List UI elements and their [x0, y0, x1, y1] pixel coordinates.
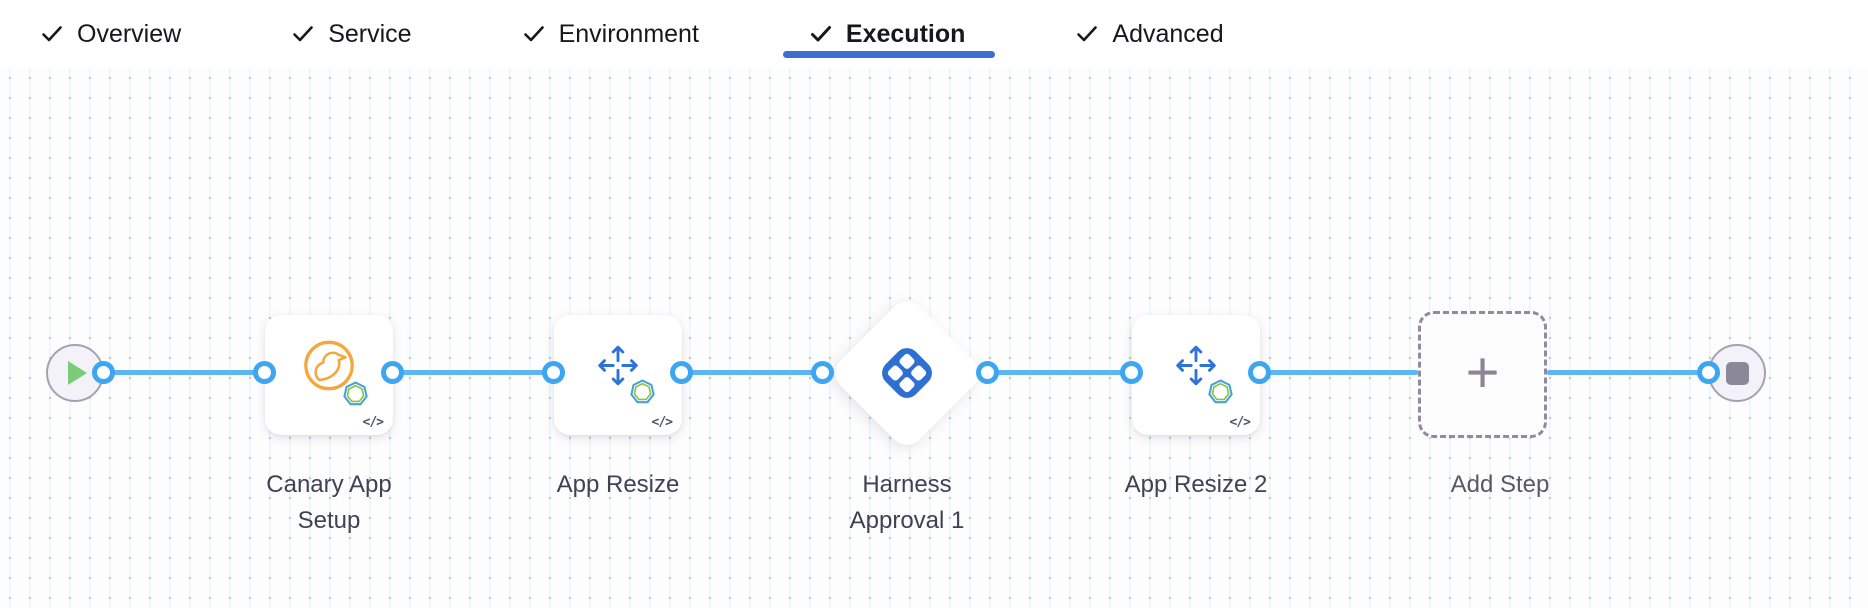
- stop-icon: [1725, 361, 1749, 385]
- connector-port[interactable]: [811, 361, 834, 384]
- connector-line: [1547, 370, 1709, 375]
- tab-service[interactable]: Service: [291, 19, 412, 49]
- check-icon: [523, 26, 544, 42]
- tab-label: Execution: [845, 19, 966, 48]
- tab-label: Environment: [558, 19, 699, 48]
- code-icon: </>: [362, 415, 385, 430]
- connector-port[interactable]: [92, 361, 115, 384]
- connector-port[interactable]: [1697, 361, 1720, 384]
- tab-environment[interactable]: Environment: [522, 20, 699, 49]
- pipeline-canvas[interactable]: </> </>: [0, 68, 1868, 608]
- check-icon: [810, 26, 831, 42]
- stage-config-tabbar: Overview Service Environment Execution A…: [0, 0, 1868, 68]
- step-label-harness-approval: Harness Approval 1: [849, 471, 965, 534]
- connector-port[interactable]: [670, 361, 693, 384]
- pipeline-end-node[interactable]: [1708, 344, 1766, 402]
- step-label-app-resize-2: App Resize 2: [1124, 471, 1268, 498]
- connector-line: [988, 370, 1132, 375]
- step-app-resize[interactable]: </>: [554, 315, 682, 435]
- connector-port[interactable]: [542, 361, 565, 384]
- resize-arrows-icon: [591, 339, 655, 404]
- step-label-app-resize: App Resize: [556, 471, 680, 498]
- connector-line: [104, 370, 265, 375]
- step-harness-approval[interactable]: [827, 293, 987, 453]
- tab-advanced[interactable]: Advanced: [1075, 19, 1224, 49]
- check-icon: [293, 26, 313, 42]
- tab-label: Advanced: [1112, 19, 1224, 48]
- gear-badge-icon: [1208, 379, 1233, 404]
- check-icon: [42, 26, 62, 42]
- code-icon: </>: [1229, 415, 1252, 430]
- step-app-resize-2[interactable]: </>: [1132, 315, 1260, 435]
- connector-line: [1260, 370, 1418, 375]
- gear-badge-icon: [630, 379, 655, 404]
- harness-logo-icon: [876, 342, 938, 404]
- step-label-canary-app-setup: Canary App Setup: [266, 471, 392, 534]
- active-tab-underline: [782, 50, 996, 58]
- tab-label: Overview: [77, 19, 182, 48]
- tab-label: Service: [328, 19, 412, 48]
- connector-port[interactable]: [1120, 361, 1143, 384]
- gear-badge-icon: [343, 381, 368, 406]
- connector-port[interactable]: [1248, 361, 1271, 384]
- connector-line: [682, 370, 823, 375]
- connector-port[interactable]: [976, 361, 999, 384]
- canary-icon: [300, 337, 368, 406]
- check-icon: [1077, 26, 1098, 42]
- connector-line: [393, 370, 554, 375]
- connector-port[interactable]: [253, 361, 276, 384]
- add-step-button[interactable]: +: [1418, 311, 1547, 438]
- step-canary-app-setup[interactable]: </>: [265, 315, 393, 435]
- resize-arrows-icon: [1169, 339, 1233, 404]
- step-label-add-step: Add Step: [1450, 471, 1550, 498]
- plus-icon: +: [1465, 339, 1500, 405]
- tab-execution[interactable]: Execution: [782, 19, 996, 58]
- code-icon: </>: [651, 415, 674, 430]
- play-icon: [68, 361, 87, 385]
- connector-port[interactable]: [381, 361, 404, 384]
- tab-overview[interactable]: Overview: [40, 20, 181, 49]
